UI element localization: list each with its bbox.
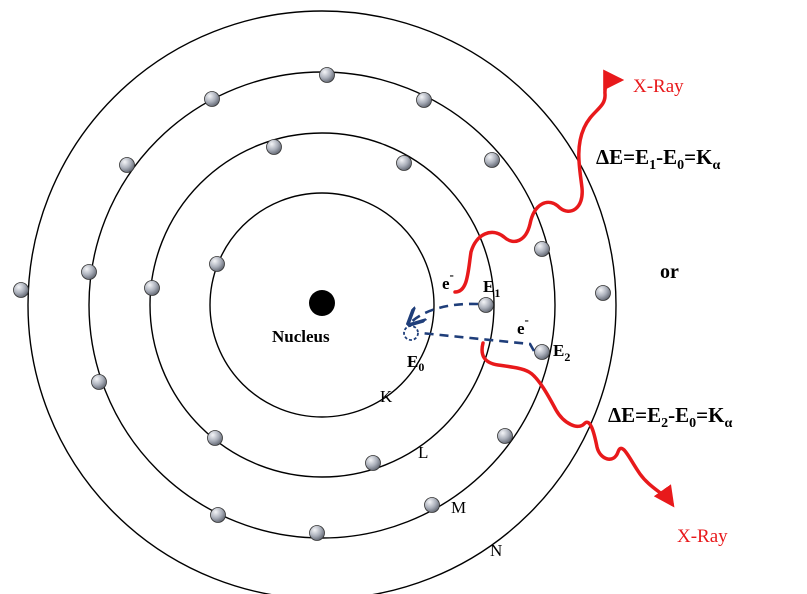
electron <box>13 282 29 298</box>
electron <box>81 264 97 280</box>
level-label-e1: E1 <box>483 277 500 300</box>
electron <box>204 91 220 107</box>
transition-arrow-e2 <box>420 331 536 352</box>
electron <box>144 280 160 296</box>
electron <box>534 344 550 360</box>
electron-label-1: e- <box>442 267 454 293</box>
equation-k-alpha-1: ΔE=E1-E0=Kα <box>596 145 720 173</box>
electron <box>209 256 225 272</box>
vacancy <box>403 325 419 341</box>
shell-label-m: M <box>451 498 466 517</box>
electron <box>416 92 432 108</box>
shell-label-k: K <box>380 387 393 406</box>
electron <box>207 430 223 446</box>
electron <box>91 374 107 390</box>
orbit-l <box>149 132 495 478</box>
shell-label-n: N <box>490 541 502 560</box>
shell-label-l: L <box>418 443 428 462</box>
electron <box>309 525 325 541</box>
electron <box>119 157 135 173</box>
electron <box>595 285 611 301</box>
electron <box>396 155 412 171</box>
nucleus-label: Nucleus <box>272 327 330 346</box>
electron <box>534 241 550 257</box>
level-label-e0: E0 <box>407 352 424 374</box>
xray-wave-upper <box>453 69 625 294</box>
electron <box>478 297 494 313</box>
orbit-n <box>27 10 617 594</box>
xray-label-lower: X-Ray <box>677 526 728 547</box>
electron-label-2: e- <box>517 312 529 338</box>
electron <box>497 428 513 444</box>
electron <box>266 139 282 155</box>
electrons <box>13 67 611 541</box>
electron <box>210 507 226 523</box>
electron <box>319 67 335 83</box>
orbit-k <box>209 192 435 418</box>
nucleus <box>309 290 335 316</box>
electron <box>424 497 440 513</box>
xray-waves <box>453 69 675 508</box>
transition-arrow-e1 <box>410 302 479 323</box>
transition-paths <box>410 302 536 352</box>
electron <box>484 152 500 168</box>
level-label-e2: E2 <box>553 341 570 364</box>
or-label: or <box>660 261 679 283</box>
xray-label-upper: X-Ray <box>633 76 684 97</box>
xray-wave-lower <box>480 341 675 508</box>
electron <box>365 455 381 471</box>
equation-k-alpha-2: ΔE=E2-E0=Kα <box>608 403 732 431</box>
